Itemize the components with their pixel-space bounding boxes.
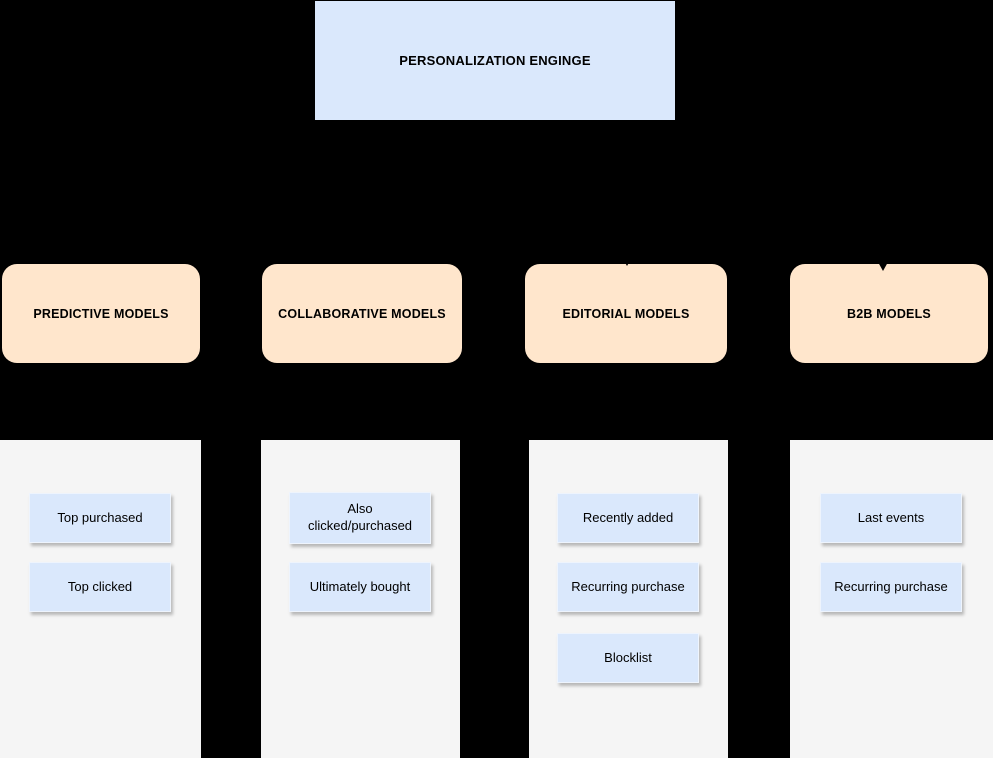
node-label: Last events [857, 509, 925, 525]
node-last-events: Last events [820, 493, 962, 543]
node-label: Top purchased [57, 509, 143, 525]
node-recurring-purchase: Recurring purchase [557, 562, 699, 612]
node-top-clicked: Top clicked [29, 562, 171, 612]
node-label: Also clicked/purchased [307, 501, 413, 533]
node-label: Recently added [582, 509, 674, 525]
group-collaborative-models: Also clicked/purchased Ultimately bought [261, 440, 460, 758]
node-personalization-engine: PERSONALIZATION ENGINGE [315, 1, 675, 120]
node-collaborative-models: COLLABORATIVE MODELS [262, 264, 462, 363]
node-ultimately-bought: Ultimately bought [289, 562, 431, 612]
node-label: PERSONALIZATION ENGINGE [399, 53, 591, 68]
group-b2b-models: Last events Recurring purchase [790, 440, 993, 758]
node-top-purchased: Top purchased [29, 493, 171, 543]
node-label: Blocklist [604, 649, 652, 665]
node-editorial-models: EDITORIAL MODELS [525, 264, 727, 363]
node-recently-added: Recently added [557, 493, 699, 543]
node-label: B2B MODELS [847, 306, 931, 321]
arrowhead-icon-b2b [878, 262, 888, 271]
node-recurring-purchase-b2b: Recurring purchase [820, 562, 962, 612]
node-label: PREDICTIVE MODELS [33, 306, 169, 321]
node-blocklist: Blocklist [557, 633, 699, 683]
node-b2b-models: B2B MODELS [790, 264, 988, 363]
node-also-clicked-purchased: Also clicked/purchased [289, 492, 431, 544]
node-label: Recurring purchase [834, 578, 948, 594]
node-label: Ultimately bought [309, 578, 411, 594]
arrowhead-icon-editorial [622, 257, 632, 266]
node-label: EDITORIAL MODELS [562, 306, 690, 321]
node-label: COLLABORATIVE MODELS [278, 306, 446, 321]
node-predictive-models: PREDICTIVE MODELS [2, 264, 200, 363]
node-label: Top clicked [67, 578, 133, 594]
group-predictive-models: Top purchased Top clicked [0, 440, 201, 758]
group-editorial-models: Recently added Recurring purchase Blockl… [529, 440, 728, 758]
node-label: Recurring purchase [571, 578, 685, 594]
